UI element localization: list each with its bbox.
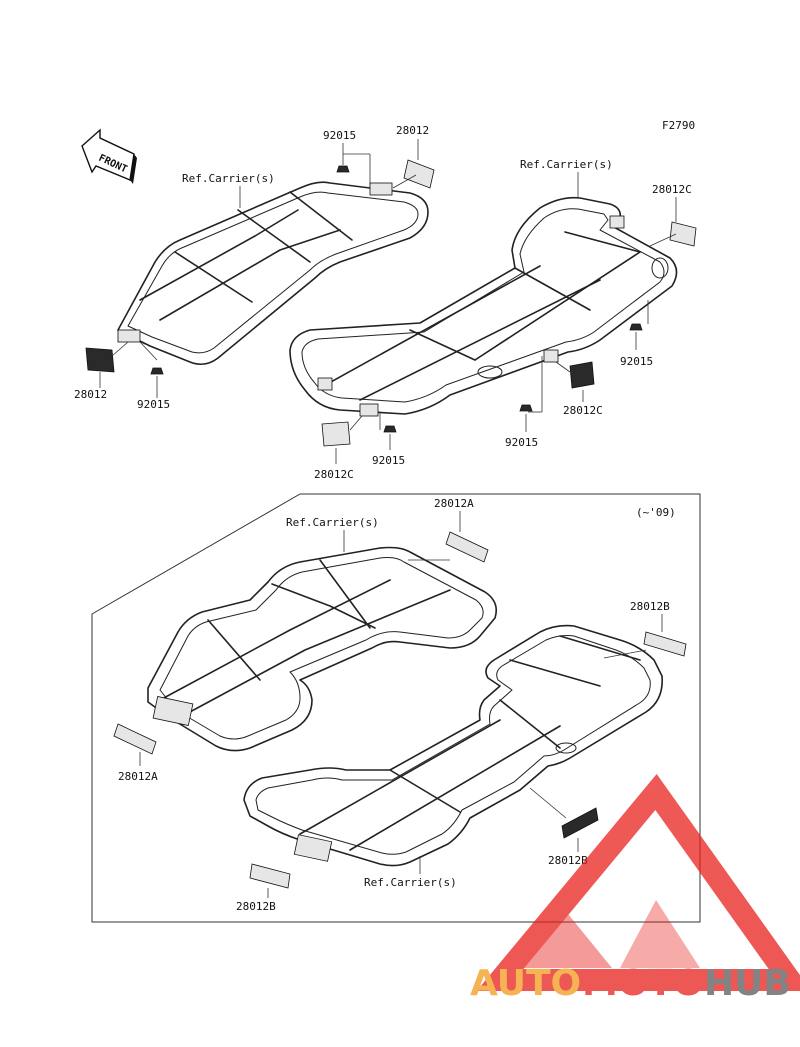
label-92015-d: 92015 xyxy=(372,454,405,467)
label-28012-a: 28012 xyxy=(396,124,429,137)
reflector-28012C-a xyxy=(669,221,697,247)
label-28012C-c: 28012C xyxy=(314,468,354,481)
reflector-28012C-c xyxy=(321,421,351,447)
reflector-28012C-b xyxy=(569,361,595,389)
upper-left-carrier-ref: Ref.Carrier(s) xyxy=(182,172,275,185)
reflector-28012B-a xyxy=(643,631,687,657)
watermark-moto: MOTO xyxy=(582,963,704,1004)
upper-left-carrier xyxy=(117,181,429,366)
reflector-28012B-c xyxy=(249,863,291,889)
variant-box xyxy=(91,493,701,923)
label-28012B-b: 28012B xyxy=(548,854,588,867)
label-28012B-a: 28012B xyxy=(630,600,670,613)
label-92015-e: 92015 xyxy=(505,436,538,449)
label-28012B-c: 28012B xyxy=(236,900,276,913)
label-28012-b: 28012 xyxy=(74,388,107,401)
label-28012A-a: 28012A xyxy=(434,497,474,510)
nut-92015-a xyxy=(336,165,350,173)
nut-92015-e xyxy=(519,404,533,412)
nut-92015-d xyxy=(383,425,397,433)
lower-bottom-carrier-ref: Ref.Carrier(s) xyxy=(364,876,457,889)
lower-top-carrier-ref: Ref.Carrier(s) xyxy=(286,516,379,529)
lower-bottom-carrier xyxy=(243,624,663,867)
figure-code: F2790 xyxy=(662,119,695,132)
reflector-28012B-b xyxy=(561,807,599,839)
reflector-28012A-a xyxy=(445,531,489,563)
reflector-28012A-b xyxy=(113,723,157,755)
label-28012C-a: 28012C xyxy=(652,183,692,196)
nut-92015-c xyxy=(629,323,643,331)
label-92015-c: 92015 xyxy=(620,355,653,368)
watermark-hub: HUB xyxy=(704,963,791,1004)
front-arrow-icon: FRONT xyxy=(81,128,137,184)
lower-top-carrier xyxy=(147,546,498,752)
automotohub-watermark: AUTO MOTO HUB xyxy=(470,773,800,1004)
upper-right-carrier-ref: Ref.Carrier(s) xyxy=(520,158,613,171)
upper-right-carrier xyxy=(289,196,678,417)
watermark-auto: AUTO xyxy=(470,963,581,1004)
label-28012C-b: 28012C xyxy=(563,404,603,417)
label-92015-b: 92015 xyxy=(137,398,170,411)
label-92015-a: 92015 xyxy=(323,129,356,142)
reflector-28012-b xyxy=(85,347,115,373)
nut-92015-b xyxy=(150,367,164,375)
label-28012A-b: 28012A xyxy=(118,770,158,783)
era-note: (~'09) xyxy=(636,506,676,519)
reflector-28012-a xyxy=(403,159,435,189)
